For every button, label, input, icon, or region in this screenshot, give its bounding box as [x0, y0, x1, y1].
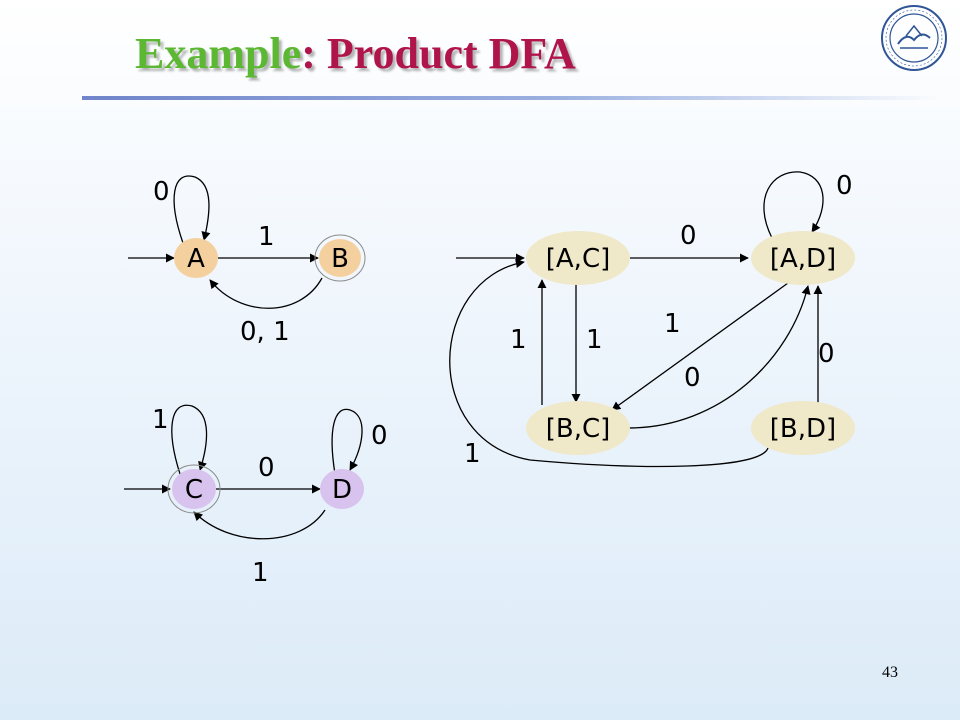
- edge-a-to-b-label: 1: [258, 222, 275, 252]
- state-c: [172, 469, 216, 509]
- state-b-label: B: [331, 244, 349, 274]
- edge-bc-to-ac-label: 1: [510, 325, 527, 355]
- edge-ad-loop: [763, 171, 824, 239]
- edge-c-loop-label: 1: [152, 405, 169, 435]
- state-a: [174, 238, 218, 278]
- state-ad: [751, 231, 855, 285]
- edge-bd-to-ac: [449, 259, 769, 468]
- edge-ad-to-bc-label: 1: [664, 309, 681, 339]
- title-product-dfa: : Product DFA: [301, 29, 576, 78]
- edge-ac-to-ad-label: 0: [680, 221, 697, 251]
- edge-ad-loop-label: 0: [836, 171, 853, 201]
- state-ac-label: [A,C]: [546, 244, 611, 274]
- edge-d-to-c: [193, 509, 326, 540]
- dfa-cd: C D 1 0 0 1: [124, 404, 388, 588]
- slide-title: Example: Product DFA: [135, 28, 576, 79]
- edge-c-to-d-label: 0: [258, 453, 275, 483]
- state-ac: [526, 231, 630, 285]
- edge-a-loop: [173, 175, 211, 244]
- edge-bd-to-ad-label: 0: [818, 339, 835, 369]
- state-a-label: A: [187, 244, 205, 274]
- edge-bd-to-ac-label: 1: [464, 439, 481, 469]
- edge-c-loop: [171, 404, 208, 475]
- state-b-accept-ring: [314, 234, 366, 282]
- edge-a-loop-label: 0: [153, 177, 170, 207]
- edge-d-loop: [331, 408, 363, 475]
- state-d: [320, 469, 364, 509]
- state-c-label: C: [185, 475, 203, 505]
- edge-bc-to-ad-label: 0: [684, 363, 701, 393]
- dfa-ab: A B 0 1 0, 1: [128, 175, 366, 347]
- university-seal-icon: [881, 5, 947, 71]
- title-example: Example: [135, 29, 302, 78]
- title-underline: [82, 96, 940, 100]
- state-d-label: D: [332, 475, 352, 505]
- edge-b-to-a-label: 0, 1: [240, 317, 290, 347]
- state-bd-label: [B,D]: [770, 414, 836, 444]
- edge-ad-to-bc: [611, 282, 789, 411]
- product-dfa: [A,C] [A,D] [B,C] [B,D] 0 0 1 1 1 0 0 1: [449, 171, 855, 469]
- state-bd: [751, 401, 855, 455]
- state-ad-label: [A,D]: [770, 244, 836, 274]
- state-bc-label: [B,C]: [546, 414, 611, 444]
- state-b: [319, 239, 361, 277]
- edge-b-to-a: [209, 277, 323, 309]
- state-c-accept-ring: [167, 464, 221, 514]
- page-number: 43: [882, 664, 898, 681]
- edge-bc-to-ad: [627, 285, 811, 429]
- edge-d-loop-label: 0: [371, 421, 388, 451]
- edge-ac-to-bc-label: 1: [586, 325, 603, 355]
- state-bc: [526, 401, 630, 455]
- edge-d-to-c-label: 1: [252, 558, 269, 588]
